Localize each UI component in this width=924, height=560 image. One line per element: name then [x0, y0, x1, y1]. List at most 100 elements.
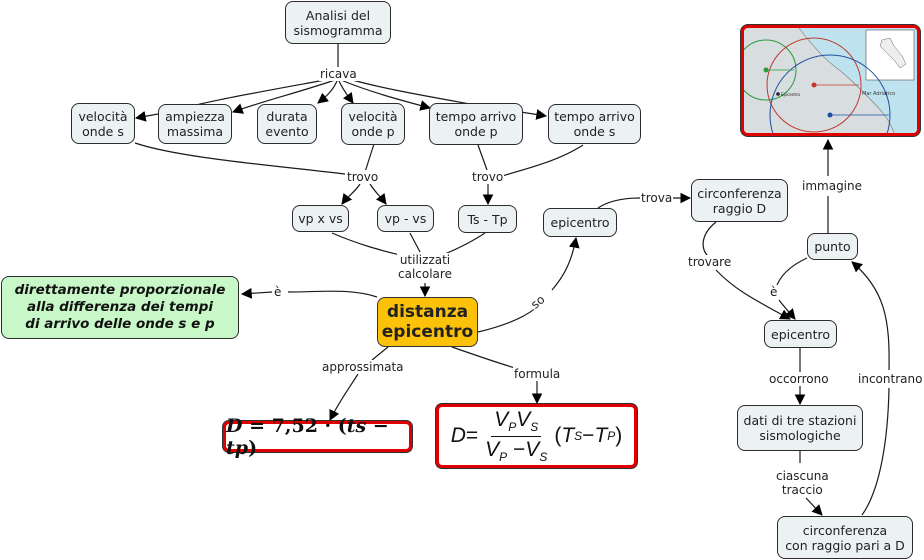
edge-e2-epicentro2 — [778, 299, 796, 320]
formula-symbol: T — [594, 424, 608, 447]
node-dati-tre-stazioni[interactable]: dati di tre stazioni sismologiche — [737, 405, 863, 451]
node-label: tempo arrivo onde s — [554, 109, 635, 139]
node-label: vp - vs — [384, 211, 427, 226]
node-label: circonferenza raggio D — [697, 185, 782, 216]
formula-text: ) — [248, 436, 258, 459]
formula-symbol: tp — [226, 436, 249, 459]
link-trova: trova — [640, 191, 674, 205]
node-label: dati di tre stazioni sismologiche — [743, 413, 857, 443]
node-tempo-arrivo-onde-p[interactable]: tempo arrivo onde p — [429, 103, 523, 145]
edge-circpari-incontrano — [861, 387, 890, 516]
node-label: circonferenza con raggio pari a D — [785, 522, 905, 553]
edge-tempo-p-trovo2 — [477, 144, 488, 171]
link-approssimata: approssimata — [321, 360, 405, 374]
node-epicentro[interactable]: epicentro — [543, 208, 617, 237]
link-immagine: immagine — [801, 179, 864, 193]
edge-vel-s-trovo1 — [134, 142, 346, 175]
formula-text: ) — [615, 424, 623, 447]
map-label-sea: Mar Adriatico — [862, 91, 895, 97]
edge-distanza-formula — [451, 346, 516, 369]
edge-circ-trovare — [702, 221, 717, 259]
node-durata-evento[interactable]: durata evento — [257, 104, 317, 144]
node-label: ampiezza massima — [165, 109, 225, 139]
formula-symbol: V — [516, 408, 531, 432]
node-distanza-epicentro[interactable]: distanza epicentro — [377, 297, 478, 347]
edge-incontrano-punto — [851, 261, 890, 371]
edge-ricava-ampiezza — [231, 79, 336, 114]
link-incontrano: incontrano — [857, 372, 924, 386]
edge-trovare-epicentro2 — [715, 269, 791, 320]
formula-subscript: S — [539, 449, 548, 464]
edge-e1-diretta — [240, 287, 273, 299]
formula-symbol: ts — [346, 414, 367, 437]
map-inset-shape — [879, 37, 907, 69]
edge-vpmvs-utilizzati — [409, 232, 421, 253]
node-ts-minus-tp[interactable]: Ts - Tp — [458, 205, 517, 233]
map-label-epicentro: Epicentro — [781, 92, 800, 97]
node-label: epicentro — [771, 326, 830, 342]
formula-text: − — [507, 437, 526, 461]
circle-station-green — [744, 39, 797, 101]
node-analisi-sismogramma[interactable]: Analisi del sismogramma — [285, 1, 391, 44]
node-ampiezza-massima[interactable]: ampiezza massima — [158, 104, 232, 144]
formula-subscript: S — [530, 420, 539, 435]
formula-symbol: D — [226, 414, 243, 437]
node-punto[interactable]: punto — [807, 233, 858, 260]
link-formula: formula — [513, 367, 562, 381]
edge-vpxvs-utilizzati — [331, 232, 401, 256]
edge-trovo1-vpmvs — [369, 183, 387, 205]
node-direttamente-proporzionale[interactable]: direttamente proporzionale alla differen… — [1, 276, 239, 339]
edge-epicentro1-trova — [597, 197, 641, 209]
node-epicentro-2[interactable]: epicentro — [764, 320, 837, 348]
node-circonferenza-raggio-d[interactable]: circonferenza raggio D — [691, 179, 788, 222]
map-drawing: Mar Adriatico Epicentro — [744, 28, 917, 133]
edge-distanza-e1 — [287, 290, 378, 298]
node-tempo-arrivo-onde-s[interactable]: tempo arrivo onde s — [548, 104, 641, 144]
node-label: direttamente proporzionale alla differen… — [14, 282, 226, 332]
edge-ampiezza-vel-s — [134, 110, 159, 122]
formula-text: − — [366, 414, 389, 437]
node-vp-minus-vs[interactable]: vp - vs — [377, 205, 434, 232]
edge-approssimata-approx — [329, 373, 359, 421]
formula-subscript: P — [508, 420, 517, 435]
formula-symbol: V — [525, 437, 540, 461]
epicenter-marker — [776, 92, 780, 96]
link-e-right: è — [769, 285, 779, 299]
node-label: Ts - Tp — [467, 211, 508, 227]
edge-ricava-tempo-p — [340, 79, 432, 111]
edge-punto-e2 — [775, 257, 808, 289]
link-ricava: ricava — [319, 67, 358, 81]
edge-tempo-s-trovo2 — [501, 144, 584, 177]
edge-ricava-tempo-s — [344, 77, 548, 120]
node-label: velocità onde p — [348, 109, 398, 139]
link-trovo-left: trovo — [346, 170, 380, 184]
formula-symbol: V — [485, 437, 500, 461]
formula-subscript: P — [607, 429, 616, 443]
edge-trovo1-vpxvs — [341, 183, 361, 205]
node-circonferenza-raggio-pari-d[interactable]: circonferenza con raggio pari a D — [777, 516, 913, 559]
edge-distanza-approssimata — [371, 346, 389, 361]
link-utilizzati-calcolare: utilizzati calcolare — [397, 253, 453, 281]
link-ciascuna-traccio: ciascuna traccio — [775, 469, 830, 497]
formula-symbol: D — [450, 424, 466, 447]
node-label: velocità onde s — [78, 108, 128, 139]
node-label: vp x vs — [298, 211, 343, 226]
formula-text: ( — [554, 424, 562, 447]
formula-approssimata[interactable]: D = 7,52 · (ts − tp) — [223, 415, 412, 459]
link-trovo-right: trovo — [471, 170, 505, 184]
epicenter-map-image[interactable]: Mar Adriatico Epicentro — [741, 25, 920, 136]
circle-station-blue — [769, 54, 891, 133]
node-vp-x-vs[interactable]: vp x vs — [292, 205, 349, 232]
node-velocita-onde-s[interactable]: velocità onde s — [71, 103, 135, 144]
formula-text: = 7,52 · ( — [242, 414, 347, 437]
node-label: tempo arrivo onde p — [435, 109, 517, 139]
node-velocita-onde-p[interactable]: velocità onde p — [341, 103, 405, 145]
link-occorrono: occorrono — [768, 372, 830, 386]
node-label: durata evento — [265, 109, 309, 139]
edge-so-epicentro1 — [551, 236, 580, 291]
node-label: punto — [814, 239, 851, 254]
map-coastline — [798, 28, 895, 133]
node-label: Analisi del sismogramma — [293, 7, 383, 38]
